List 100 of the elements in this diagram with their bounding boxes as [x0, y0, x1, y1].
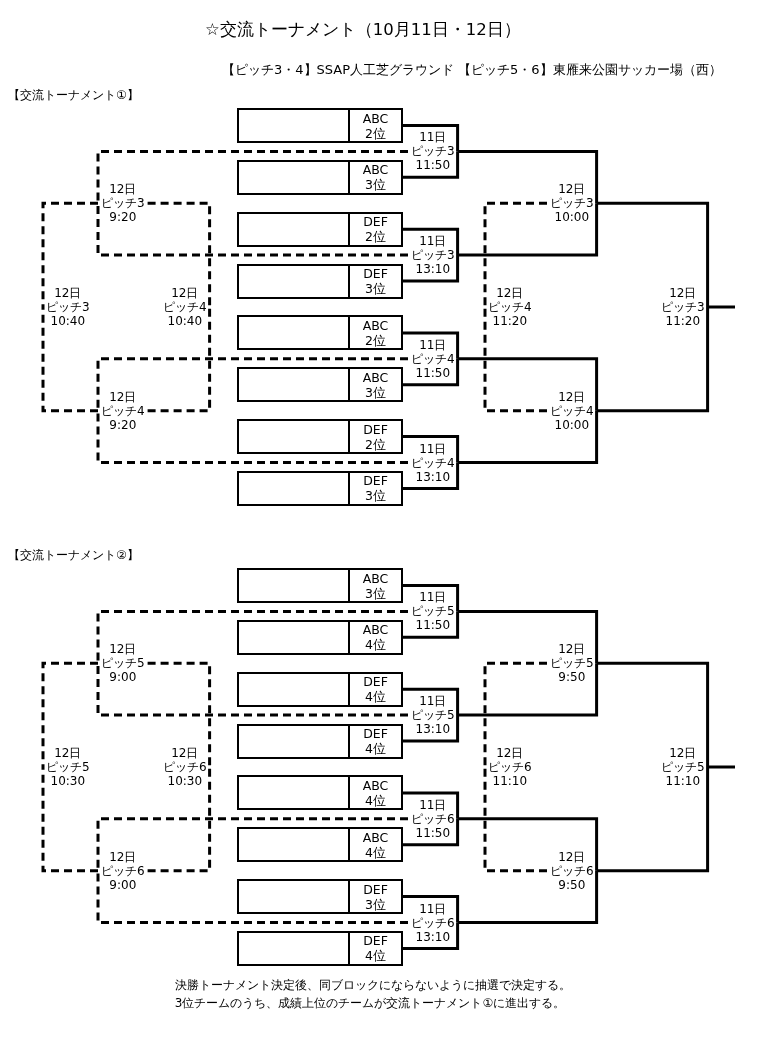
pitch-text: ピッチ5 [411, 708, 455, 723]
match-date-text: 12日 [108, 182, 138, 197]
dashed-bracket-line [96, 663, 408, 717]
pitch-text: ピッチ6 [411, 915, 455, 930]
pitch-text: ピッチ6 [101, 863, 145, 878]
kickoff-time-text: 10:40 [49, 313, 87, 328]
bracket-line [707, 765, 735, 769]
match-date-text: 11日 [418, 901, 448, 916]
pitch-text: ピッチ6 [411, 811, 455, 826]
team-slot [237, 470, 403, 506]
team-slot [237, 671, 403, 707]
note-text: 決勝トーナメント決定後、同ブロックにならないように抽選で決定する。 [175, 978, 571, 993]
team-slot [237, 619, 403, 655]
kickoff-time-text: 9:00 [108, 670, 138, 685]
kickoff-time-text: 10:30 [49, 773, 87, 788]
team-slot [237, 315, 403, 351]
kickoff-time-text: 10:00 [553, 210, 591, 225]
match-date-text: 11日 [418, 694, 448, 709]
team-slot [237, 879, 403, 915]
kickoff-time-text: 11:50 [414, 825, 452, 840]
seed-label: DEF 3位 [363, 881, 388, 912]
section-heading: 【交流トーナメント②】 [8, 548, 139, 563]
match-date-text: 12日 [170, 745, 200, 760]
bracket-line [596, 661, 710, 767]
dashed-bracket-line [96, 357, 408, 411]
venue-note: 【ピッチ5・6】東雁来公園サッカー場（西） [458, 62, 722, 78]
team-slot [237, 108, 403, 143]
note-text: 3位チームのうち、成績上位のチームが交流トーナメント①に進出する。 [174, 996, 566, 1011]
kickoff-time-text: 11:10 [664, 773, 702, 788]
seed-label: ABC 3位 [362, 570, 389, 601]
team-slot [237, 419, 403, 455]
match-date-text: 12日 [668, 745, 698, 760]
kickoff-time-text: 13:10 [414, 929, 452, 944]
match-date-text: 11日 [418, 337, 448, 352]
kickoff-time-text: 9:50 [557, 670, 587, 685]
dashed-bracket-line [96, 203, 408, 257]
kickoff-time-text: 9:50 [557, 877, 587, 892]
dashed-bracket-line [41, 307, 98, 413]
seed-label: ABC 3位 [362, 162, 389, 193]
bracket-line [403, 818, 460, 847]
kickoff-time-text: 13:10 [414, 469, 452, 484]
bracket-line [457, 870, 599, 924]
dashed-bracket-line [483, 307, 547, 413]
seed-label: ABC 4位 [362, 829, 389, 860]
dashed-bracket-line [41, 661, 98, 767]
seed-label: ABC 3位 [362, 369, 389, 400]
kickoff-time-text: 10:00 [553, 417, 591, 432]
dashed-bracket-line [483, 661, 547, 767]
match-date-text: 12日 [495, 745, 525, 760]
team-slot [237, 930, 403, 966]
pitch-text: ピッチ4 [411, 455, 455, 470]
dashed-bracket-line [147, 767, 212, 873]
seed-label: DEF 2位 [363, 214, 388, 245]
bracket-line [457, 663, 599, 717]
bracket-line [596, 307, 710, 413]
kickoff-time-text: 10:30 [166, 773, 204, 788]
bracket-line [403, 227, 460, 256]
bracket-line [457, 203, 599, 257]
kickoff-time-text: 11:10 [491, 773, 529, 788]
dashed-bracket-line [41, 201, 98, 307]
pitch-text: ピッチ5 [101, 656, 145, 671]
seed-label: DEF 4位 [363, 674, 388, 705]
team-slot [237, 367, 403, 403]
pitch-text: ピッチ4 [163, 299, 207, 314]
dashed-bracket-line [147, 661, 212, 767]
seed-label: ABC 2位 [362, 110, 389, 141]
seed-label: DEF 3位 [363, 266, 388, 297]
section-heading: 【交流トーナメント①】 [8, 88, 139, 103]
dashed-bracket-line [96, 817, 408, 871]
bracket-line [403, 255, 460, 283]
match-date-text: 12日 [108, 849, 138, 864]
bracket-line [403, 584, 460, 612]
match-date-text: 12日 [53, 745, 83, 760]
pitch-text: ピッチ3 [101, 196, 145, 211]
match-date-text: 11日 [418, 441, 448, 456]
bracket-line [457, 609, 599, 664]
pitch-text: ピッチ3 [411, 248, 455, 263]
bracket-line [403, 462, 460, 490]
pitch-text: ピッチ5 [411, 604, 455, 619]
seed-label: DEF 4位 [363, 726, 388, 757]
match-date-text: 11日 [418, 797, 448, 812]
bracket-line [457, 410, 599, 464]
team-slot [237, 775, 403, 811]
bracket-line [403, 331, 460, 359]
bracket-line [707, 305, 735, 309]
match-date-text: 12日 [53, 285, 83, 300]
dashed-bracket-line [147, 201, 212, 307]
pitch-text: ピッチ3 [550, 196, 594, 211]
seed-label: ABC 4位 [362, 777, 389, 808]
bracket-line [596, 767, 710, 873]
pitch-text: ピッチ3 [411, 144, 455, 159]
dashed-bracket-line [483, 201, 547, 307]
seed-label: DEF 3位 [363, 473, 388, 504]
pitch-text: ピッチ6 [163, 759, 207, 774]
dashed-bracket-line [147, 307, 212, 413]
seed-label: ABC 2位 [362, 317, 389, 348]
bracket-line [403, 687, 460, 716]
pitch-text: ピッチ4 [101, 403, 145, 418]
bracket-line [403, 435, 460, 463]
dashed-bracket-line [41, 767, 98, 873]
